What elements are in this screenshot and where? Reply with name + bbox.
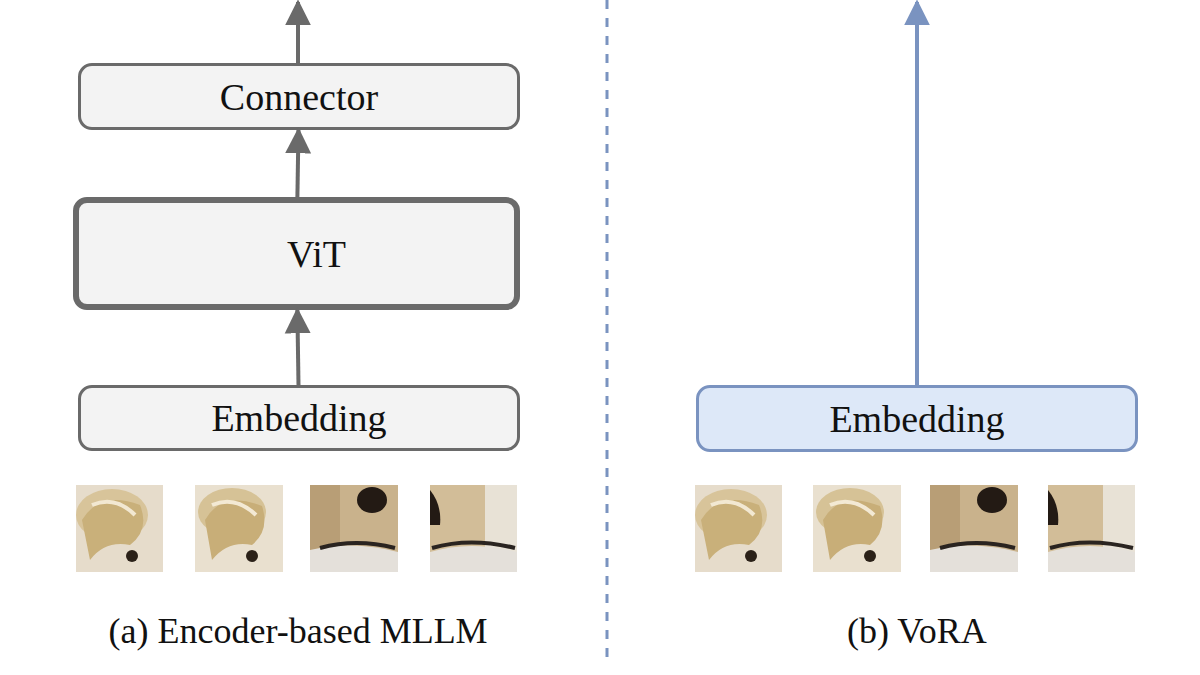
process-box: Connector [78,63,520,130]
caption-label: (a) Encoder-based MLLM [109,610,488,652]
process-box: Embedding [696,385,1138,452]
box-label: ViT [287,232,346,276]
image-patch [76,485,163,572]
process-box: ViT [73,197,520,310]
output-arrow [296,2,300,63]
image-patch [430,485,517,572]
flow-arrow [297,310,298,385]
image-patch [930,485,1018,572]
image-patch [310,485,398,572]
image-patch [813,485,901,572]
process-box: Embedding [78,385,520,451]
divider-line [606,0,609,665]
image-patch [195,485,283,572]
box-label: Connector [220,75,378,119]
output-arrow [915,2,919,385]
image-patch [695,485,782,572]
box-label: Embedding [829,397,1004,441]
image-patch [1048,485,1135,572]
box-label: Embedding [211,396,386,440]
caption-label: (b) VoRA [847,610,987,652]
flow-arrow [297,130,298,197]
